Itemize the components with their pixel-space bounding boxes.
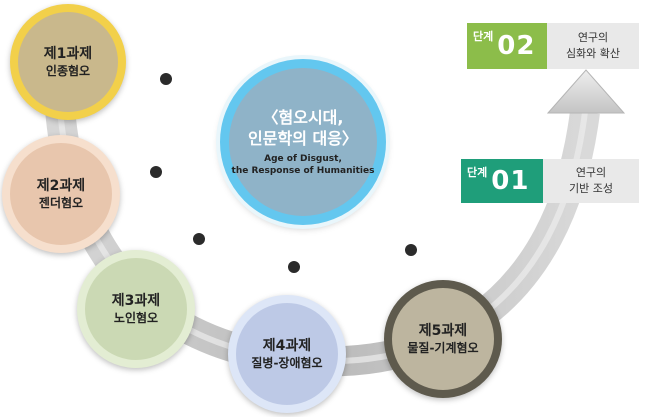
task-5-circle: 제5과제 물질-기계혐오 <box>384 280 502 398</box>
stage-02-desc-line2: 심화와 확산 <box>565 47 621 60</box>
decor-dot <box>193 233 205 245</box>
task-1-circle: 제1과제 인종혐오 <box>10 4 126 120</box>
decor-dot <box>288 261 300 273</box>
task-1-title: 제1과제 <box>43 46 93 62</box>
stage-02-tag: 단계 02 <box>467 23 547 69</box>
decor-dot <box>160 73 172 85</box>
stage-02-description: 연구의 심화와 확산 <box>547 23 639 69</box>
center-title-line2: 인문학의 대응〉 <box>248 129 358 148</box>
center-subtitle-line1: Age of Disgust, <box>264 154 342 164</box>
stage-02-desc-line1: 연구의 <box>577 31 609 44</box>
task-5-subtitle: 물질-기계혐오 <box>407 341 479 355</box>
task-4-title: 제4과제 <box>262 338 312 354</box>
stage-01-number: 01 <box>491 166 530 196</box>
task-4-subtitle: 질병-장애혐오 <box>251 356 323 370</box>
task-5-title: 제5과제 <box>418 323 468 339</box>
center-theme-circle: 〈혐오시대, 인문학의 대응〉 Age of Disgust, the Resp… <box>220 59 386 225</box>
center-title-line1: 〈혐오시대, <box>262 108 344 127</box>
task-1-subtitle: 인종혐오 <box>45 64 91 78</box>
stage-02-label: 단계 <box>473 30 494 43</box>
task-3-circle: 제3과제 노인혐오 <box>77 250 195 368</box>
task-2-subtitle: 젠더혐오 <box>38 196 84 210</box>
decor-dot <box>150 166 162 178</box>
task-4-circle: 제4과제 질병-장애혐오 <box>228 295 346 413</box>
task-2-circle: 제2과제 젠더혐오 <box>2 135 120 253</box>
stage-01-description: 연구의 기반 조성 <box>543 159 639 203</box>
stage-02-number: 02 <box>497 31 536 61</box>
task-3-title: 제3과제 <box>111 293 161 309</box>
task-3-subtitle: 노인혐오 <box>113 311 159 325</box>
task-2-title: 제2과제 <box>36 178 86 194</box>
decor-dot <box>405 244 417 256</box>
stage-01-desc-line2: 기반 조성 <box>569 182 613 195</box>
arrow-head <box>546 69 626 114</box>
stage-01-tag: 단계 01 <box>461 159 543 203</box>
center-subtitle-line2: the Response of Humanities <box>231 166 375 176</box>
stage-01-label: 단계 <box>467 166 488 179</box>
stage-01-desc-line1: 연구의 <box>575 166 607 179</box>
